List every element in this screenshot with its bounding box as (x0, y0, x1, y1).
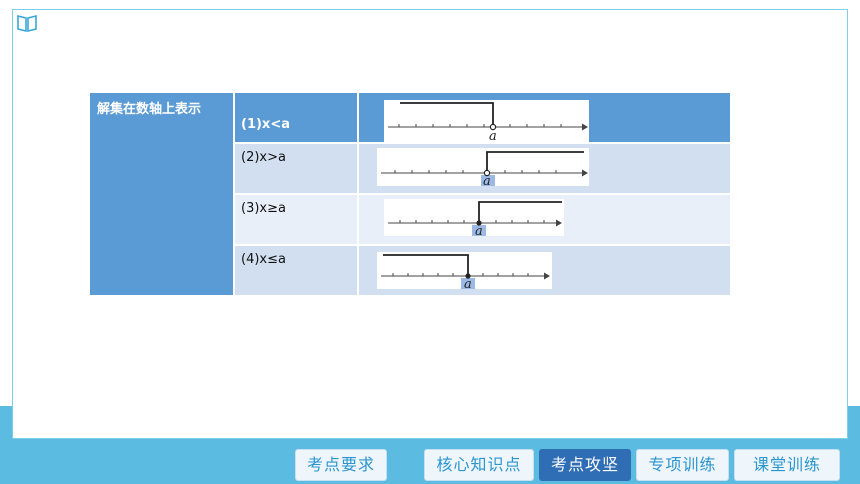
nav-kaodian-yaoqiu-button[interactable]: 考点要求 (295, 449, 387, 481)
number-line-svg: a (381, 151, 588, 186)
table-row: (3)x≥a a (235, 195, 730, 244)
table-row: (4)x≤a a (235, 246, 730, 295)
column-divider (357, 195, 359, 244)
nav-zhuanxiang-xunlian-button[interactable]: 专项训练 (636, 449, 729, 481)
number-line-svg: a (381, 254, 550, 289)
row-label: (3)x≥a (241, 201, 286, 216)
number-line-svg: a (388, 102, 588, 142)
table-header: 解集在数轴上表示 (90, 93, 233, 295)
table-row: (1)x<a a (235, 93, 730, 142)
row-label: (4)x≤a (241, 252, 286, 267)
point-label: a (475, 224, 483, 236)
row-label: (2)x>a (241, 150, 286, 165)
number-line-svg: a (388, 201, 562, 236)
number-line: a (377, 252, 552, 289)
column-divider (357, 93, 359, 142)
nav-kaodian-gongjian-button[interactable]: 考点攻坚 (539, 449, 631, 481)
number-line: a (377, 148, 589, 186)
point-label: a (464, 277, 472, 289)
column-divider (357, 144, 359, 193)
table-row: (2)x>a a (235, 144, 730, 193)
solution-set-table: 解集在数轴上表示 (1)x<a a (2)x>a (90, 93, 730, 295)
nav-hexin-zhishidian-button[interactable]: 核心知识点 (424, 449, 534, 481)
row-label: (1)x<a (241, 117, 290, 132)
number-line: a (384, 100, 589, 142)
column-divider (357, 246, 359, 295)
number-line: a (384, 199, 564, 236)
point-label: a (483, 174, 491, 186)
nav-ketang-xunlian-button[interactable]: 课堂训练 (734, 449, 840, 481)
book-icon[interactable] (16, 13, 38, 33)
point-label: a (489, 129, 497, 142)
